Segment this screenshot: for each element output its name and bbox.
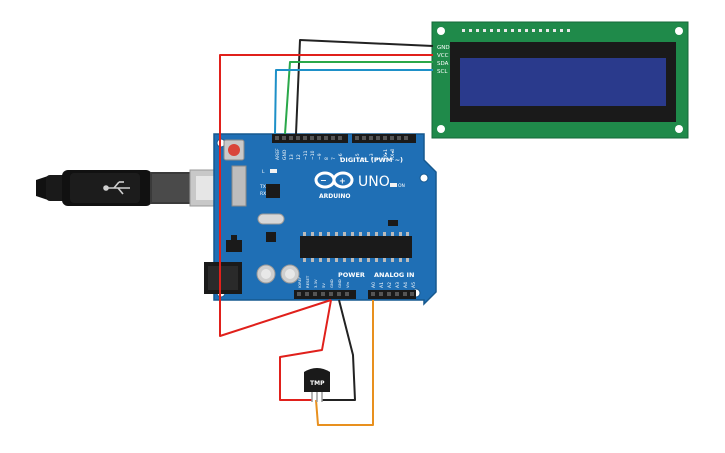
power-label: POWER: [338, 271, 365, 279]
digital-header: [272, 134, 416, 143]
on-led-label: ON: [398, 183, 405, 189]
analog-label: ANALOG IN: [374, 271, 414, 279]
digital-pin-label-8: 7: [331, 157, 337, 160]
tmp-5v-wire[interactable]: [279, 299, 332, 401]
analog-pin-label-2: A2: [387, 282, 393, 288]
digital-pin-label-7: 8: [324, 157, 330, 160]
usb-chip: [266, 184, 280, 198]
power-pin-label-6: Vin: [345, 281, 350, 288]
digital-pin-label-6: ~9: [317, 153, 323, 160]
lcd-16x2-module[interactable]: GND VCC SDA SCL: [431, 21, 689, 139]
power-pin-label-3: 5V: [321, 283, 326, 288]
lcd-gnd-wire[interactable]: [295, 39, 434, 135]
infinity-logo-icon: [314, 171, 354, 189]
lcd-top-pins: [462, 29, 570, 32]
svg-text:+: +: [339, 177, 346, 186]
usb-icon: [103, 181, 130, 195]
power-pin-label-2: 3.3V: [313, 279, 318, 288]
digital-pin-label-0: AREF: [275, 148, 281, 160]
tmp-gnd-wire[interactable]: [322, 299, 356, 401]
digital-pin-label-b-0: ~5: [355, 153, 361, 160]
digital-pin-label-3: 12: [296, 154, 302, 160]
svg-text:−: −: [320, 176, 327, 185]
analog-pin-label-0: A0: [371, 282, 377, 288]
lcd-scl-wire[interactable]: [274, 69, 433, 135]
digital-pin-label-1: GND: [282, 149, 288, 160]
power-pin-label-4: GND: [329, 279, 334, 288]
analog-pin-label-3: A3: [395, 282, 401, 288]
voltage-regulator: [226, 240, 242, 252]
tmp-a0-wire[interactable]: [315, 300, 374, 426]
usb-cable[interactable]: [36, 169, 239, 207]
l-led-label: L: [262, 169, 265, 175]
lcd-sda-wire[interactable]: [284, 61, 433, 135]
digital-pin-label-b-3: 2: [376, 157, 382, 160]
digital-pin-label-4: ~11: [303, 150, 309, 160]
digital-pin-label-b-4: TX▸1: [383, 149, 389, 161]
model-text: UNO: [358, 174, 390, 190]
arduino-logo: − + ARDUINO UNO: [314, 171, 390, 200]
digital-pin-label-b-1: 4: [362, 157, 368, 160]
digital-pin-label-9: ~6: [338, 153, 344, 160]
lcd-pin-label-scl: SCL: [437, 69, 448, 75]
capacitors: [256, 264, 300, 284]
lcd-pin-label-sda: SDA: [437, 61, 449, 67]
power-pin-label-0: IOREF: [297, 277, 302, 288]
digital-pin-label-b-2: ~3: [369, 153, 375, 160]
digital-label: DIGITAL (PWM ~): [340, 156, 403, 164]
analog-pin-label-1: A1: [379, 282, 385, 288]
brand-text: ARDUINO: [319, 193, 350, 200]
lcd-pin-label-gnd: GND: [437, 45, 450, 51]
power-pin-label-5: GND: [337, 279, 342, 288]
analog-header: [368, 290, 416, 299]
lcd-vcc-wire[interactable]: [219, 54, 433, 337]
lcd-pin-labels: GND VCC SDA SCL: [437, 45, 450, 75]
power-pin-label-1: RESET: [305, 275, 310, 288]
usb-jack: [231, 165, 247, 207]
power-jack: [204, 262, 242, 294]
digital-pin-label-b-5: RX◂0: [390, 149, 396, 160]
digital-pin-label-2: 13: [289, 154, 295, 160]
crystal: [257, 213, 285, 225]
reset-button[interactable]: [223, 139, 245, 161]
tmp36-sensor[interactable]: TMP: [304, 368, 330, 402]
atmega-chip: [300, 232, 412, 262]
analog-pin-label-4: A4: [403, 282, 409, 288]
digital-pin-label-5: ~10: [310, 150, 316, 160]
tmp-label: TMP: [310, 380, 325, 387]
tx-led-label: TX: [259, 184, 266, 190]
board-pcb: [213, 133, 437, 306]
rx-led-label: RX: [260, 191, 266, 197]
analog-pin-label-5: A5: [411, 282, 417, 288]
lcd-screen: [460, 58, 666, 106]
wires: [219, 39, 434, 426]
power-header: [294, 290, 356, 299]
lcd-pin-label-vcc: VCC: [437, 53, 449, 59]
